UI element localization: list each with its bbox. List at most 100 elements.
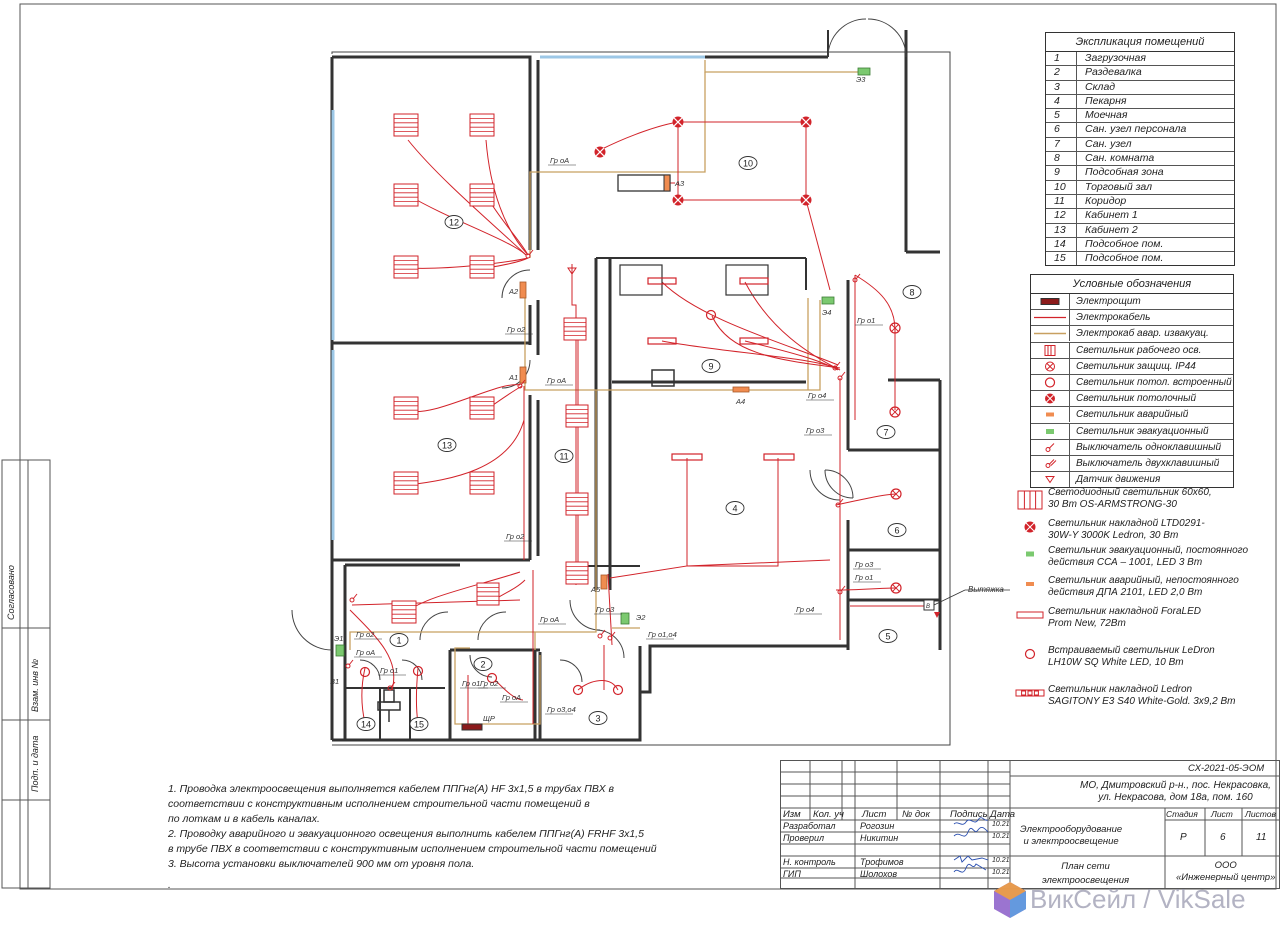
legend-symbol (1031, 423, 1070, 439)
group-label: Гр о1 (857, 316, 875, 325)
stamp-role: ГИП (783, 869, 801, 879)
room-number-marker: 15 (409, 717, 429, 731)
work-light (393, 255, 419, 279)
overhead-light-icon (1024, 521, 1036, 533)
group-label: Гр оА (550, 156, 569, 165)
light-switch (597, 629, 606, 639)
legend-row: Выключатель одноклавишный (1031, 439, 1233, 456)
side-replace-inv: Взам. инв № (30, 658, 40, 712)
legend-label: Светильник эвакуационный (1076, 425, 1209, 437)
room-number-text: 6 (894, 525, 899, 535)
product-text: Светодиодный светильник 60х60, 30 Вт OS-… (1048, 487, 1212, 510)
legend-symbol (1031, 455, 1070, 471)
object-address: МО, Дмитровский р-н., пос. Некрасовка, у… (1080, 780, 1271, 803)
watermark: ВикСейл / VikSale (990, 878, 1280, 918)
room-number-marker: 7 (876, 425, 896, 439)
stamp-person-name: Рогозин (860, 821, 895, 831)
stamp-person-name: Трофимов (860, 857, 904, 867)
legend-symbol (1031, 407, 1070, 423)
legend-label: Электрощит (1076, 296, 1141, 308)
stage-header: Стадия (1166, 809, 1198, 819)
light-switch (387, 681, 396, 691)
light-switch (852, 273, 861, 283)
legend-row: Светильник потолочный (1031, 391, 1233, 408)
room-number-text: 2 (480, 659, 485, 669)
room-number-marker: 2 (473, 657, 493, 671)
light-switch (525, 249, 534, 259)
stamp-date: 10.21 (992, 833, 1010, 840)
evacuation-light-icon (1046, 428, 1054, 434)
emergency-cable-line-icon (1034, 333, 1066, 335)
legend-row: Электрокаб авар. извакуац. (1031, 326, 1233, 343)
group-label: Гр о4 (808, 391, 826, 400)
recessed-light (359, 666, 371, 678)
exhaust-marker (933, 589, 1010, 618)
product-symbol (1020, 520, 1040, 537)
room-number-text: 14 (361, 719, 371, 729)
room-name: Кабинет 2 (1085, 223, 1138, 236)
room-number-marker: 3 (588, 711, 608, 725)
panel-label: А2 (508, 287, 519, 296)
stamp-person-name: Шолохов (860, 869, 898, 879)
group-label: Гр о1,о4 (648, 630, 677, 639)
panel-label: А5 (590, 585, 601, 594)
room-number-text: 9 (708, 361, 713, 371)
note-2: 2. Проводку аварийного и эвакуационного … (168, 828, 657, 855)
product-symbol (1022, 647, 1038, 664)
room-number-marker: 13 (437, 438, 457, 452)
protected-light (889, 322, 901, 334)
legend-symbol (1031, 472, 1070, 488)
group-label: Гр о2 (507, 325, 526, 334)
double-switch-icon (1045, 459, 1057, 468)
note-1: 1. Проводка электроосвещения выполняется… (168, 783, 614, 825)
product-text: Светильник накладной LTD0291- 30W-Y 3000… (1048, 518, 1205, 541)
work-light (393, 113, 419, 137)
panel-label: А3 (674, 179, 685, 188)
room-number: 15 (1046, 252, 1077, 266)
room-number-marker: 5 (878, 629, 898, 643)
sheet-value: 6 (1220, 832, 1226, 843)
recessed-light-icon (1044, 377, 1056, 388)
work-lights (391, 113, 589, 624)
legend-row: Светильник защищ. IP44 (1031, 358, 1233, 375)
explication-row: 12 Кабинет 1 (1046, 209, 1234, 224)
work-light-icon (1044, 344, 1056, 356)
group-label: Гр о1 (380, 666, 398, 675)
room-name: Кабинет 1 (1085, 209, 1138, 222)
ceiling-light (672, 194, 684, 206)
signatures (953, 817, 989, 873)
stamp-column-header: Кол. уч (813, 809, 844, 820)
protected-light (890, 582, 902, 594)
stamp-column-header: Дата (990, 809, 1016, 820)
room-number-text: 10 (743, 158, 753, 168)
room-number-marker: 8 (902, 285, 922, 299)
room-number: 6 (1046, 123, 1077, 137)
light-switch (345, 659, 354, 669)
room-name: Коридор (1085, 194, 1127, 207)
organization: ООО «Инженерный центр» (1176, 860, 1276, 883)
stamp-person-name: Никитин (860, 833, 899, 843)
room-name: Раздевалка (1085, 66, 1142, 79)
group-label: Гр о3 (596, 605, 615, 614)
product-symbol (1016, 489, 1044, 514)
work-light (469, 183, 495, 207)
watermark-text: ВикСейл / VikSale (1030, 884, 1246, 914)
room-number: 12 (1046, 209, 1077, 223)
evacuation-light-icon (1026, 551, 1034, 557)
ceiling-light (672, 116, 684, 128)
legend-symbol (1031, 375, 1070, 391)
recessed-light-icon (1024, 648, 1036, 660)
led-panel-icon (1017, 490, 1043, 510)
panel-sh-label: ЩР (483, 714, 495, 723)
product-symbol (1015, 608, 1045, 625)
group-label: Гр о2 (480, 679, 499, 688)
